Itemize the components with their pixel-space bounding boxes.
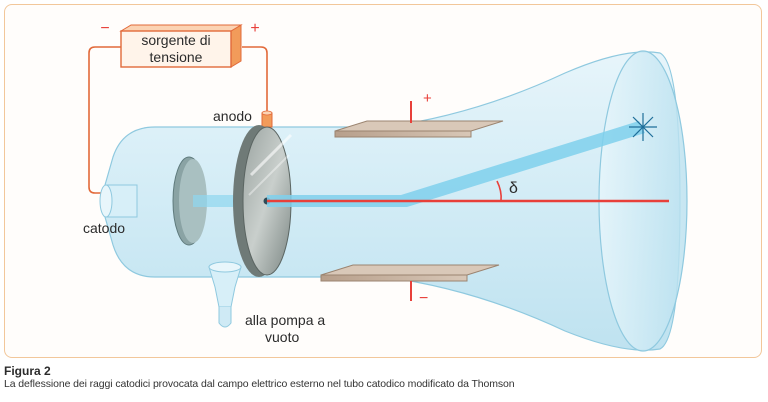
deflection-plate-top: + (334, 90, 504, 138)
plate-bottom-sign: − (419, 290, 428, 307)
impact-spark-icon (629, 113, 657, 141)
voltage-source: sorgente di tensione − + (100, 20, 260, 68)
deflection-plate-bottom: − (320, 264, 500, 307)
caption-title: Figura 2 (4, 364, 51, 378)
anode-label: anodo (213, 108, 252, 124)
anode-connector (261, 110, 273, 128)
thomson-tube-diagram: sorgente di tensione − + (83, 20, 688, 352)
angle-label: δ (509, 180, 518, 197)
deflected-beam (267, 121, 645, 207)
figure-caption: Figura 2 La deflessione dei raggi catodi… (4, 364, 764, 391)
caption-text: La deflessione dei raggi catodici provoc… (4, 378, 515, 390)
source-label-line1: sorgente di (141, 32, 210, 48)
source-minus-sign: − (100, 20, 109, 37)
plate-top-sign: + (423, 90, 432, 107)
pump-label-line1: alla pompa a (245, 312, 325, 328)
circuit-wires (88, 46, 268, 194)
figure-panel: sorgente di tensione − + (4, 4, 762, 358)
cathode-label: catodo (83, 220, 125, 236)
pump-label-line2: vuoto (265, 329, 299, 345)
source-label-line2: tensione (150, 49, 203, 65)
angle-arc (496, 180, 502, 202)
source-plus-sign: + (250, 20, 259, 37)
